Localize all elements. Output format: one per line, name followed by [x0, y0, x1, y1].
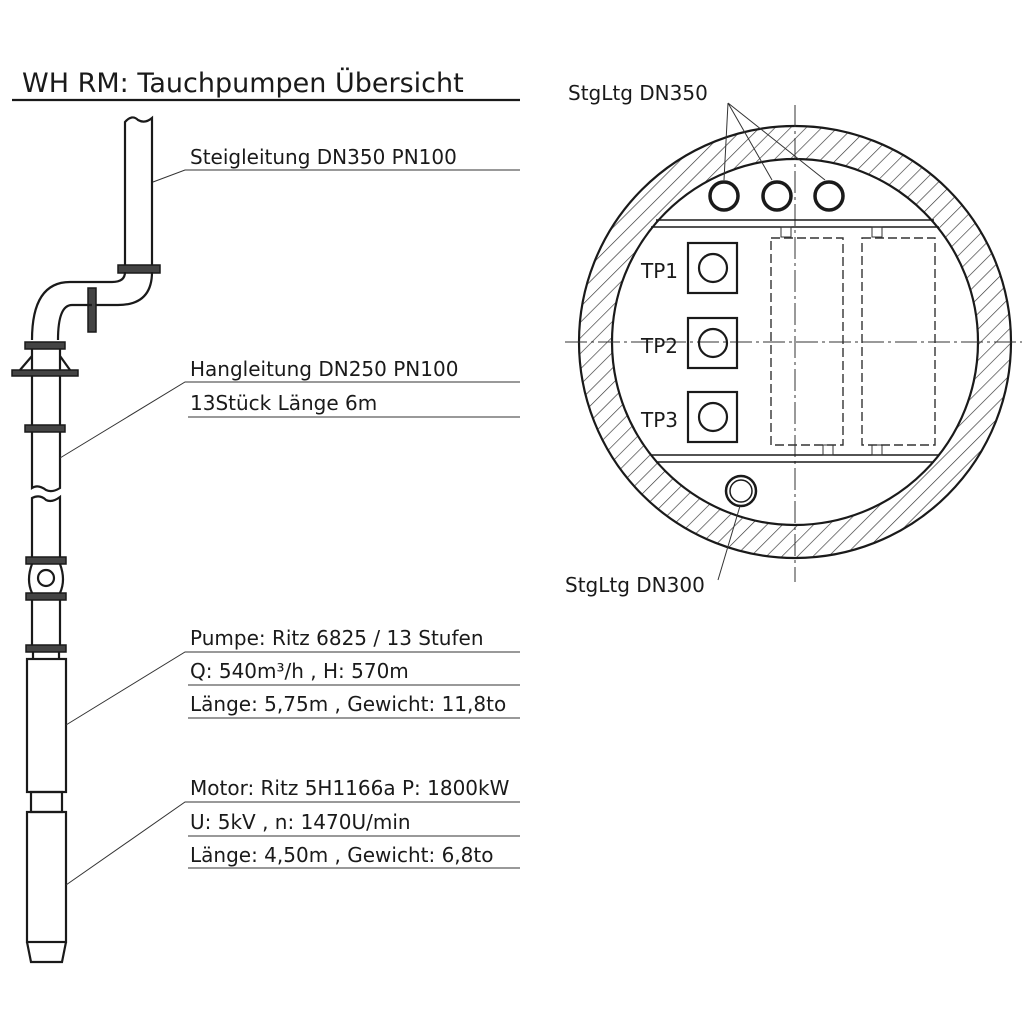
riser-pipe [123, 115, 154, 270]
hanging-pipe-lower [30, 494, 62, 557]
svg-text:Länge: 5,75m , Gewicht: 11,8to: Länge: 5,75m , Gewicht: 11,8to [190, 692, 506, 716]
hanging-pipe-upper [30, 349, 62, 493]
label-steigleitung: Steigleitung DN350 PN100 [152, 145, 520, 183]
reserve-slot [861, 237, 936, 446]
elbow-flange [87, 287, 97, 333]
reserve-slot [770, 237, 844, 446]
label-stgltg-dn350: StgLtg DN350 [568, 81, 708, 105]
check-valve-icon [36, 568, 56, 588]
pump-tp1 [686, 241, 739, 295]
riser-flange [117, 264, 161, 274]
label-tp1: TP1 [640, 259, 678, 283]
riser-dn350 [708, 180, 740, 212]
label-tp2: TP2 [640, 334, 678, 358]
flange [24, 424, 66, 433]
label-stgltg-dn300: StgLtg DN300 [565, 573, 705, 597]
shaft-section: StgLtg DN350 TP1 TP2 TP3 StgLtg DN300 [565, 81, 1022, 597]
svg-text:Länge: 4,50m , Gewicht: 6,8to: Länge: 4,50m , Gewicht: 6,8to [190, 843, 493, 867]
svg-text:U: 5kV , n: 1470U/min: U: 5kV , n: 1470U/min [190, 810, 411, 834]
label-hangleitung: Hangleitung DN250 PN100 13Stück Länge 6m [59, 357, 520, 459]
riser-dn350 [813, 180, 845, 212]
leader-dn350 [723, 102, 826, 181]
pump-string-elevation [11, 115, 161, 964]
support-plate [11, 369, 79, 377]
page-title: WH RM: Tauchpumpen Übersicht [22, 67, 464, 99]
motor-body [25, 810, 68, 944]
lower-elbow [30, 280, 92, 341]
pump-tp2 [686, 316, 739, 370]
riser-dn350 [761, 180, 793, 212]
svg-text:Q: 540m³/h , H: 570m: Q: 540m³/h , H: 570m [190, 659, 409, 683]
pump-body [25, 657, 68, 794]
label-tp3: TP3 [640, 408, 678, 432]
support-brackets [19, 355, 71, 371]
svg-text:Motor: Ritz 5H1166a P: 1800kW: Motor: Ritz 5H1166a P: 1800kW [190, 776, 510, 800]
motor-end-cap [25, 941, 68, 964]
flange [25, 644, 67, 653]
check-valve-body [27, 563, 65, 594]
coupling [29, 790, 64, 814]
svg-text:Hangleitung DN250 PN100: Hangleitung DN250 PN100 [190, 357, 458, 381]
label-pumpe: Pumpe: Ritz 6825 / 13 Stufen Q: 540m³/h … [65, 626, 520, 726]
upper-elbow [92, 271, 154, 307]
label-motor: Motor: Ritz 5H1166a P: 1800kW U: 5kV , n… [65, 776, 520, 886]
svg-text:Pumpe: Ritz 6825 / 13 Stufen: Pumpe: Ritz 6825 / 13 Stufen [190, 626, 484, 650]
svg-text:13Stück Länge 6m: 13Stück Länge 6m [190, 391, 377, 415]
svg-text:Steigleitung DN350 PN100: Steigleitung DN350 PN100 [190, 145, 457, 169]
flange [25, 556, 67, 565]
flange [25, 592, 67, 601]
leader-dn300 [717, 505, 741, 581]
riser-dn300 [724, 474, 758, 508]
support-beams [651, 219, 939, 463]
pump-tp3 [686, 390, 739, 444]
flange [24, 341, 66, 350]
